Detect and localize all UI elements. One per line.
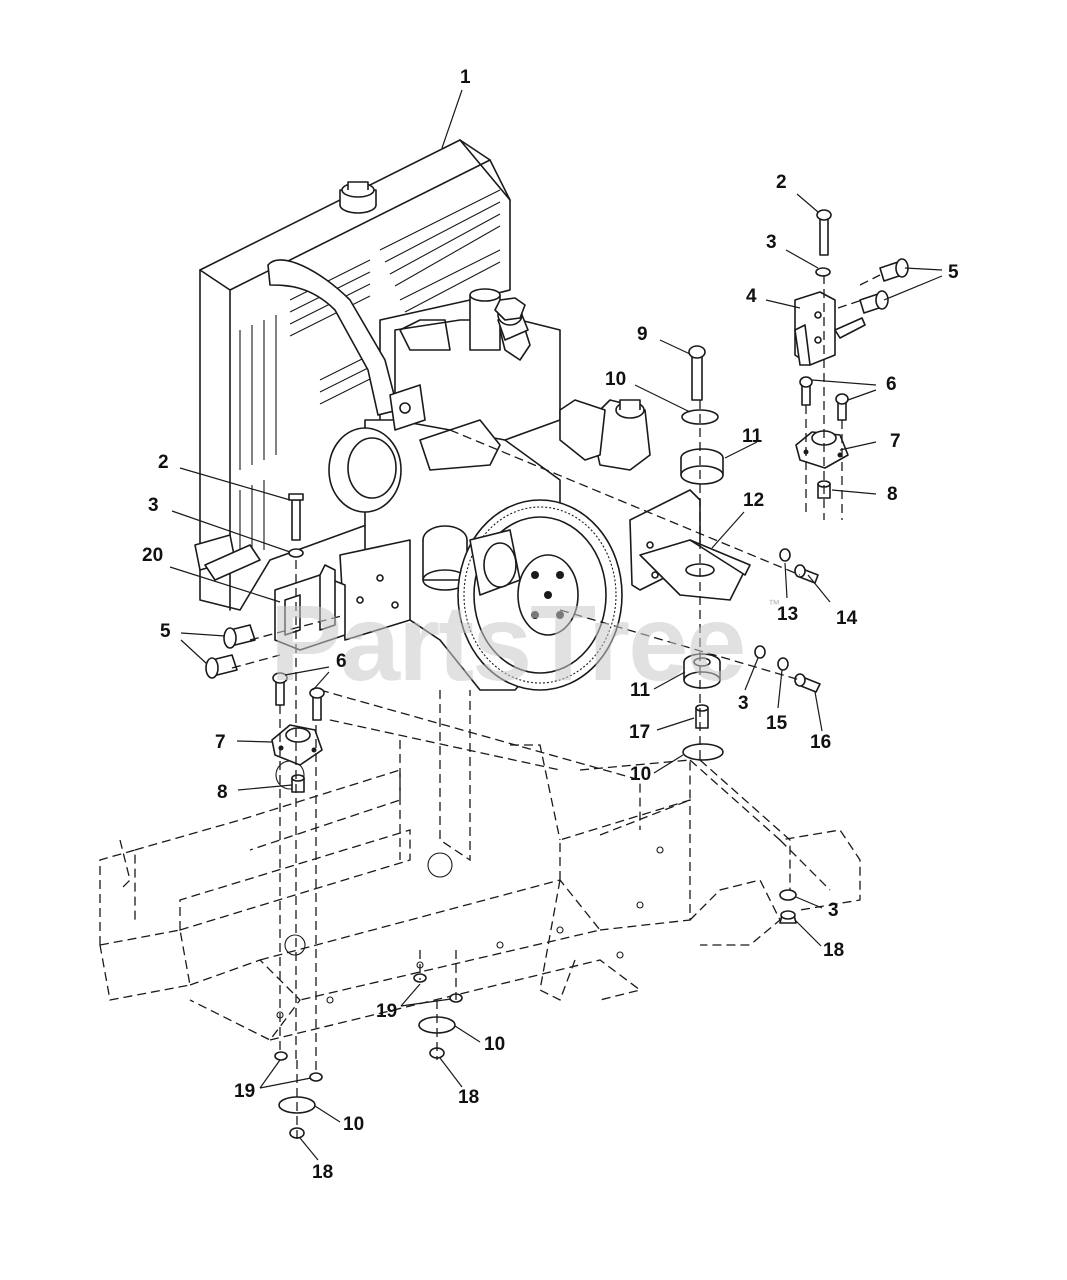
callout-2-left: 2: [158, 452, 169, 473]
right-engine-mount: [449, 345, 821, 895]
callout-10-left: 10: [343, 1114, 364, 1135]
callout-7-left: 7: [215, 732, 226, 753]
watermark-text: PartsTree: [270, 582, 744, 703]
callout-3-frame: 3: [828, 900, 839, 921]
callout-14: 14: [836, 608, 858, 629]
callout-13: 13: [777, 604, 798, 625]
upper-right-mount-detail: [794, 209, 909, 520]
watermark: PartsTree ™: [270, 582, 780, 703]
callout-19-center: 19: [376, 1001, 397, 1022]
callout-18-left: 18: [312, 1162, 333, 1183]
callout-6-left: 6: [336, 651, 347, 672]
callout-1: 1: [460, 67, 471, 88]
watermark-trademark: ™: [768, 597, 780, 611]
callout-7: 7: [890, 431, 901, 452]
callout-2: 2: [776, 172, 787, 193]
callout-6: 6: [886, 374, 897, 395]
callout-3: 3: [766, 232, 777, 253]
callout-11-lower: 11: [630, 680, 651, 701]
callout-10-lower: 10: [630, 764, 651, 785]
callout-9: 9: [637, 324, 648, 345]
callout-16: 16: [810, 732, 831, 753]
callout-3-right: 3: [738, 693, 749, 714]
callout-8: 8: [887, 484, 898, 505]
callout-20: 20: [142, 545, 163, 566]
lower-hardware: [274, 889, 797, 1140]
callout-3-left: 3: [148, 495, 159, 516]
callout-5: 5: [948, 262, 959, 283]
callout-labels: 1 2 3 4 5 6 7 8 9 10 11 12 13 14 2 3 20 …: [142, 67, 959, 1183]
callout-19-left: 19: [234, 1081, 255, 1102]
callout-5-left: 5: [160, 621, 171, 642]
chassis-frame: [99, 689, 861, 1041]
callout-12: 12: [743, 490, 764, 511]
callout-15: 15: [766, 713, 788, 734]
callout-10: 10: [605, 369, 626, 390]
callout-18-center: 18: [458, 1087, 479, 1108]
callout-8-left: 8: [217, 782, 228, 803]
leader-lines: [169, 89, 943, 1161]
callout-17: 17: [629, 722, 650, 743]
callout-10-center: 10: [484, 1034, 505, 1055]
callout-18-frame: 18: [823, 940, 844, 961]
callout-4: 4: [746, 286, 757, 307]
left-engine-mount: [205, 493, 411, 1070]
callout-11: 11: [742, 426, 763, 447]
radiator: [194, 139, 511, 611]
engine: [267, 259, 651, 691]
